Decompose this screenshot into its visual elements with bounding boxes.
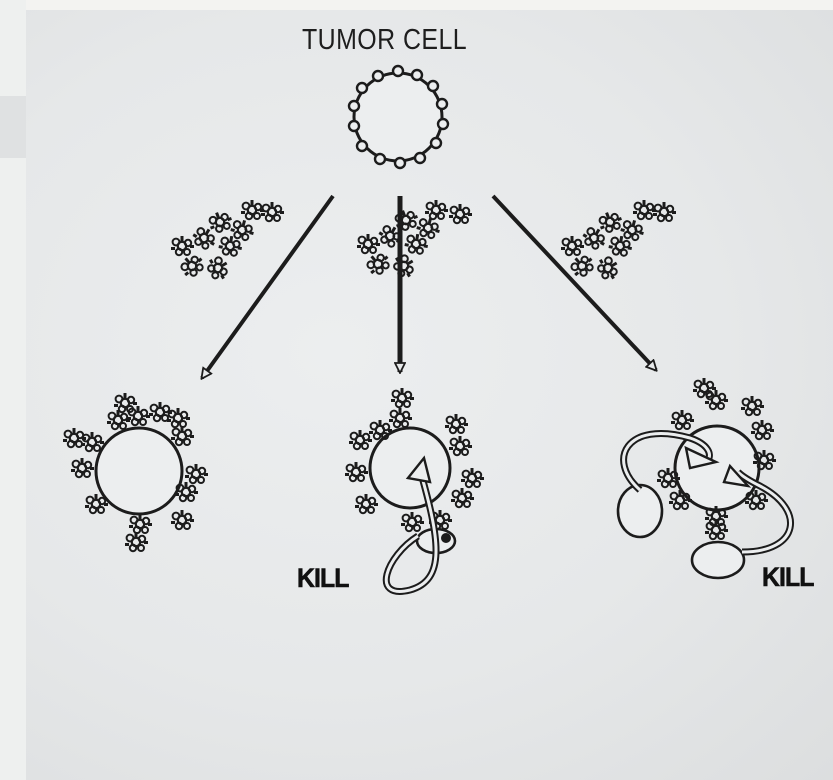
kill-label-right: KILL (762, 562, 814, 593)
arrow-left (202, 196, 333, 378)
antibody-cluster-icon-left (171, 200, 284, 283)
antibody-coated-cell-right (657, 378, 776, 539)
antibody-cluster-icon-middle (357, 200, 472, 281)
antibody-coated-cell-middle (345, 388, 484, 531)
kill-label-middle: KILL (297, 563, 349, 594)
tumor-cell (349, 66, 448, 168)
arrow-right (493, 196, 656, 370)
antibody-coated-cell-left (63, 393, 208, 551)
antibody-cluster-icon-right (561, 200, 676, 283)
